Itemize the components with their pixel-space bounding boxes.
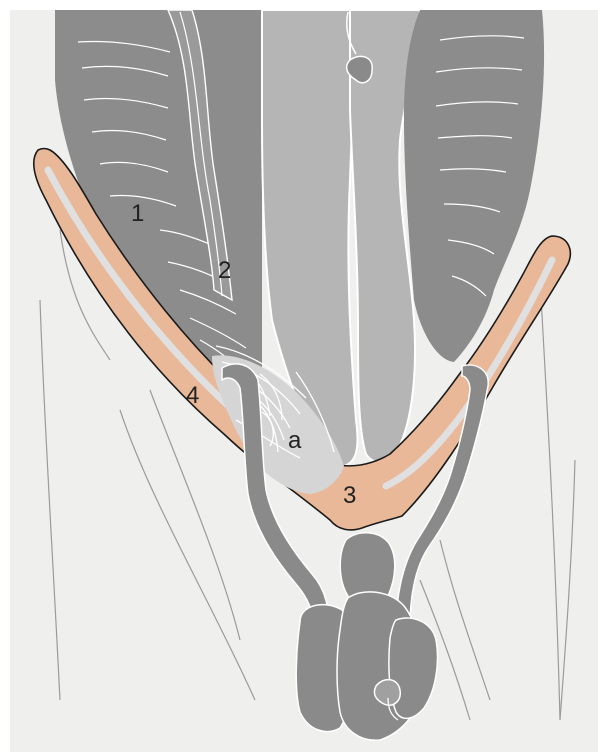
label-2: 2 (218, 257, 231, 284)
label-3: 3 (343, 482, 356, 509)
label-4: 4 (186, 382, 199, 409)
label-a: a (288, 427, 302, 454)
label-1: 1 (131, 200, 144, 227)
